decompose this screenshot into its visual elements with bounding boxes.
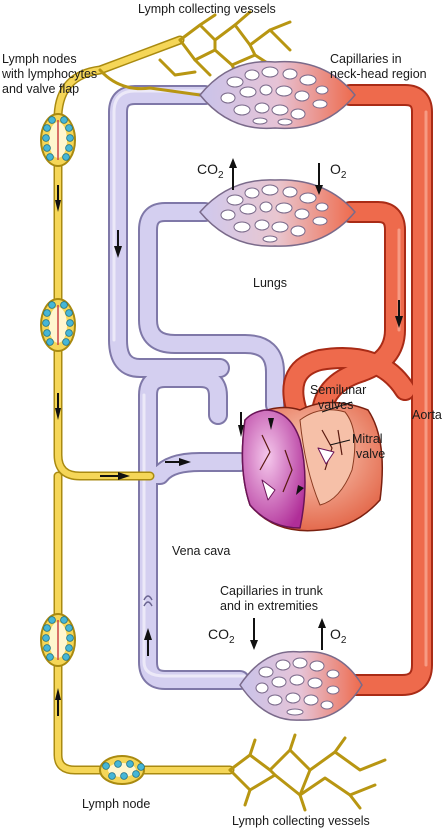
venous-vessels [108, 85, 285, 690]
arrow-arterial-down [395, 316, 403, 328]
arterial-vessels [282, 84, 433, 696]
label-o2-bottom: O2 [330, 626, 347, 646]
o2-arrow-down-top [318, 163, 320, 185]
heart-flow-arrows [238, 412, 304, 495]
capillary-trunk [239, 650, 363, 721]
label-o2-top: O2 [330, 161, 347, 181]
label-mitral-line2: valve [356, 447, 386, 461]
label-capillaries-head-line2: neck-head region [330, 67, 427, 81]
gas-exchange-arrows [229, 158, 326, 650]
lymph-arrow-right [118, 472, 130, 480]
label-semilunar-line1: Semilunar [310, 383, 367, 397]
lymph-arrow-up-1 [55, 688, 61, 700]
label-mitral-line1: Mitral [352, 432, 383, 446]
lymphocytes [42, 116, 145, 780]
o2-arrow-up-bottom [321, 628, 323, 650]
lymph-node-4 [99, 755, 145, 785]
label-lymph-collecting-bottom: Lymph collecting vessels [232, 814, 370, 828]
vena-cava-valve [143, 595, 153, 607]
label-lymph-nodes-line1: Lymph nodes [2, 52, 77, 66]
label-capillaries-head-line1: Capillaries in [330, 52, 402, 66]
arrow-vena-cava-in [179, 458, 191, 466]
label-aorta: Aorta [412, 408, 442, 422]
label-lymph-node: Lymph node [82, 797, 151, 811]
co2-arrow-down-bottom [253, 618, 255, 640]
lymph-arrow-down-2 [55, 408, 61, 420]
arrow-venous-up [144, 628, 152, 640]
heart [238, 401, 384, 532]
co2-arrow-up-top [232, 168, 234, 190]
label-vena-cava: Vena cava [172, 544, 231, 558]
heart-right-chamber [241, 409, 306, 529]
label-leaders [321, 401, 353, 446]
label-capillaries-trunk-line2: and in extremities [220, 599, 318, 613]
label-co2-bottom: CO2 [208, 626, 235, 646]
label-semilunar-line2: valves [318, 398, 354, 412]
capillary-neck-head [199, 60, 356, 130]
label-lungs: Lungs [253, 276, 288, 290]
lymph-arrow-shaft-1 [57, 185, 59, 201]
flow-arrows [114, 230, 403, 656]
arrow-venous-down [114, 246, 122, 258]
lymph-flow-arrows [55, 185, 130, 716]
heart-valves [261, 447, 335, 501]
label-lymph-nodes-line2: with lymphocytes [2, 67, 98, 81]
capillary-lungs [199, 179, 356, 247]
label-lymph-collecting-top: Lymph collecting vessels [138, 2, 276, 16]
label-capillaries-trunk-line1: Capillaries in trunk [220, 584, 323, 598]
lymph-arrow-down-1 [55, 200, 61, 212]
label-lymph-nodes-line3: and valve flap [2, 82, 80, 96]
label-co2-top: CO2 [197, 161, 224, 181]
